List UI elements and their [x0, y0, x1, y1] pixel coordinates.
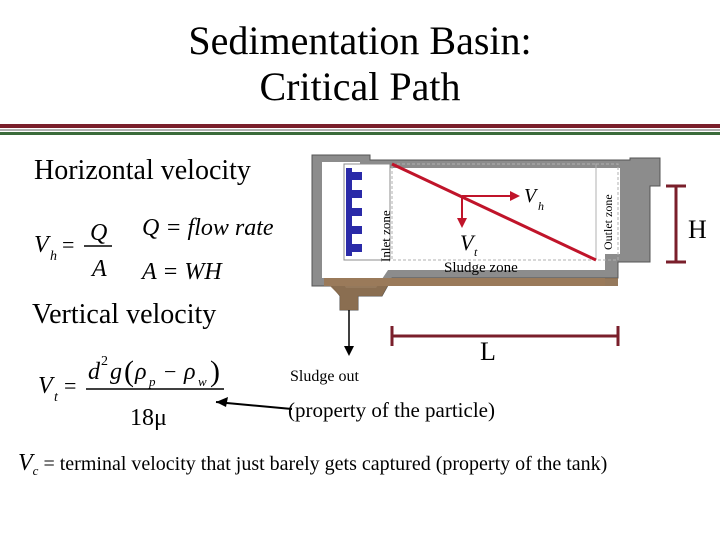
particle-pointer-arrowhead-icon: [216, 397, 228, 407]
title-line-1: Sedimentation Basin:: [188, 18, 532, 63]
particle-pointer-shaft: [215, 401, 293, 410]
basin-diagram: Inlet zone Outlet zone V h V t Sludge zo…: [311, 154, 707, 356]
h-label: H: [688, 215, 707, 244]
vt-formula-v: V: [38, 373, 55, 399]
title-rule-green: [0, 132, 720, 135]
vh-formula: V h = Q A: [34, 220, 112, 282]
particle-property-note: (property of the particle): [288, 398, 495, 422]
vt-formula-exponent: 2: [101, 354, 108, 369]
vt-formula-open-paren: (: [124, 355, 134, 388]
vh-formula-equals: =: [62, 232, 74, 257]
sludge-bed: [324, 278, 605, 286]
outlet-zone-box: [595, 163, 619, 261]
title-line-2: Critical Path: [259, 64, 461, 109]
vt-formula-sub: t: [54, 390, 59, 405]
vc-symbol: V: [18, 450, 33, 476]
basin-water: [322, 162, 620, 288]
vc-note: (property of the tank): [435, 453, 608, 475]
inlet-baffle: [346, 168, 362, 256]
inlet-zone-label: Inlet zone: [378, 210, 393, 262]
sludge-zone-label: Sludge zone: [444, 260, 518, 276]
horizontal-velocity-heading: Horizontal velocity: [34, 155, 251, 186]
vt-formula-d: d: [88, 359, 101, 385]
vh-formula-numerator: Q: [90, 220, 107, 246]
vh-arrow-label-sub: h: [538, 199, 544, 213]
vt-formula-g: g: [110, 359, 122, 385]
title-rule-gray: [0, 129, 720, 131]
vc-text: = terminal velocity that just barely get…: [43, 453, 431, 475]
vc-symbol-sub: c: [32, 463, 39, 478]
vt-formula-denominator: 18μ: [130, 405, 167, 431]
vt-formula: V t = d 2 g ( ρ p − ρ w ) 18μ: [38, 354, 224, 431]
title-rule-red: [0, 124, 720, 128]
vertical-velocity-heading: Vertical velocity: [32, 299, 217, 330]
vh-formula-v: V: [34, 232, 51, 258]
sludge-out-label: Sludge out: [290, 368, 359, 385]
sludge-out-arrowhead-icon: [344, 346, 354, 356]
vt-formula-rho-w: ρ: [183, 359, 196, 385]
vt-formula-sub-p: p: [148, 374, 156, 389]
outlet-zone-label: Outlet zone: [601, 194, 615, 250]
l-label: L: [480, 337, 496, 366]
page-title: Sedimentation Basin: Critical Path: [0, 18, 720, 110]
critical-path-line: [391, 162, 597, 262]
vt-formula-equals: =: [64, 373, 76, 398]
vh-formula-denominator: A: [90, 256, 107, 282]
vc-definition: Vc = terminal velocity that just barely …: [18, 450, 608, 478]
a-definition: A = WH: [142, 259, 222, 285]
vh-formula-sub: h: [50, 249, 57, 264]
particle-pointer-arrow: [215, 397, 293, 410]
vh-arrowhead-icon: [510, 191, 520, 201]
vt-formula-close-paren: ): [210, 355, 220, 388]
vt-arrow-label-sub: t: [474, 245, 478, 259]
q-definition: Q = flow rate: [142, 215, 274, 241]
vh-arrow-label: V: [524, 185, 539, 207]
vt-arrowhead-icon: [457, 218, 467, 228]
vt-formula-minus: −: [164, 359, 176, 384]
vt-formula-rho-p: ρ: [134, 359, 147, 385]
vt-arrow-label: V: [460, 230, 476, 255]
vt-formula-sub-w: w: [198, 374, 207, 389]
